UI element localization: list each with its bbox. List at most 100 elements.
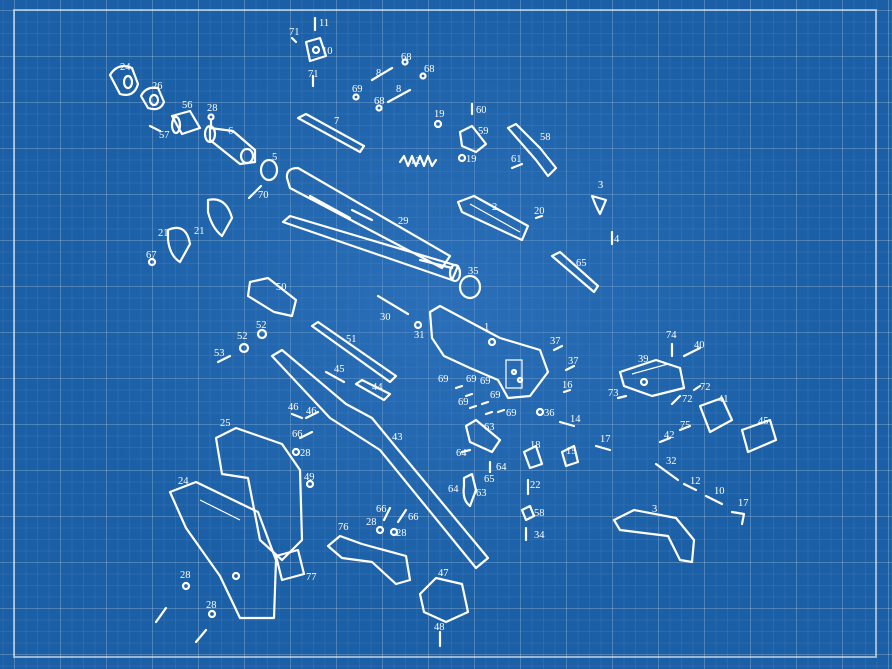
callout-label: 43 bbox=[392, 432, 403, 443]
callout-label: 21 bbox=[194, 226, 205, 237]
part-14-pin bbox=[558, 420, 576, 428]
part-28-nut-b bbox=[389, 527, 399, 537]
part-43-link bbox=[270, 348, 490, 570]
part-30-rod bbox=[376, 294, 410, 316]
part-64-pin-a bbox=[460, 448, 472, 454]
callout-label: 56 bbox=[182, 100, 193, 111]
callout-label: 28 bbox=[366, 517, 377, 528]
part-63-trigger bbox=[462, 472, 478, 508]
part-16-pin-a bbox=[562, 388, 572, 394]
callout-label: 8 bbox=[396, 84, 401, 95]
part-61-sear bbox=[464, 418, 502, 454]
callout-label: 51 bbox=[346, 334, 357, 345]
callout-label: 10 bbox=[322, 46, 333, 57]
part-18-lever bbox=[522, 444, 544, 470]
part-72-pin-b bbox=[692, 384, 702, 392]
part-49-nut bbox=[305, 479, 315, 489]
callout-label: 8 bbox=[376, 68, 381, 79]
callout-label: 2 bbox=[492, 202, 497, 213]
callout-label: 26 bbox=[152, 81, 163, 92]
callout-label: 34 bbox=[534, 530, 545, 541]
callout-label: 69 bbox=[506, 408, 517, 419]
part-receiver-tube bbox=[285, 166, 452, 270]
part-73-screw bbox=[616, 394, 628, 400]
part-53-pin bbox=[216, 354, 232, 364]
part-57-lever bbox=[506, 122, 558, 178]
part-17-screw bbox=[730, 510, 746, 526]
callout-label: 3 bbox=[598, 180, 603, 191]
callout-label: 46 bbox=[288, 402, 299, 413]
part-13-screw bbox=[682, 482, 698, 492]
part-28-nut-d bbox=[207, 609, 217, 619]
part-19-nut-lower bbox=[457, 153, 467, 163]
part-31-screw bbox=[413, 320, 423, 330]
callout-label: 41 bbox=[718, 394, 729, 405]
callout-label: 66 bbox=[376, 504, 387, 515]
callout-label: 66 bbox=[292, 429, 303, 440]
part-39-pin bbox=[682, 346, 702, 358]
callout-label: 48 bbox=[434, 622, 445, 633]
part-46-pin-b bbox=[304, 410, 320, 420]
callout-label: 40 bbox=[694, 340, 705, 351]
callout-label: 16 bbox=[562, 380, 573, 391]
part-3-trigger-small bbox=[590, 194, 608, 216]
part-9-pin bbox=[704, 494, 724, 506]
part-8-pins bbox=[352, 58, 427, 112]
part-25-grip-panel bbox=[214, 426, 304, 562]
part-76-bracket bbox=[326, 534, 412, 586]
callout-label: 46 bbox=[306, 406, 317, 417]
callout-label: 19 bbox=[466, 154, 477, 165]
part-50-plate bbox=[246, 276, 298, 318]
part-45-pin bbox=[324, 370, 346, 384]
part-28-nut-upper bbox=[291, 447, 301, 457]
callout-label: 74 bbox=[666, 330, 677, 341]
part-54-sleeve bbox=[170, 109, 202, 136]
callout-label: 57 bbox=[159, 130, 170, 141]
part-28-nut-a bbox=[375, 525, 385, 535]
blueprint-border bbox=[13, 9, 877, 658]
callout-label: 52 bbox=[256, 320, 267, 331]
callout-label: 28 bbox=[300, 448, 311, 459]
part-16-pin-b bbox=[594, 444, 612, 452]
part-20-pin bbox=[534, 214, 544, 220]
callout-label: 12 bbox=[410, 156, 421, 167]
callout-label: 53 bbox=[214, 348, 225, 359]
callout-label: 17 bbox=[600, 434, 611, 445]
callout-label: 35 bbox=[468, 266, 479, 277]
part-72-pin-a bbox=[670, 394, 682, 406]
callout-label: 20 bbox=[534, 206, 545, 217]
part-60-pin bbox=[510, 162, 524, 170]
callout-label: 58 bbox=[540, 132, 551, 143]
part-23-end-cap bbox=[108, 65, 140, 96]
callout-label: 45 bbox=[334, 364, 345, 375]
callout-label: 68 bbox=[374, 96, 385, 107]
callout-label: 60 bbox=[476, 105, 487, 116]
part-52-washer-b bbox=[238, 342, 250, 354]
part-66-pin-upper bbox=[298, 430, 314, 440]
callout-label: 44 bbox=[372, 382, 383, 393]
callout-label: 69 bbox=[480, 376, 491, 387]
part-15-catch bbox=[560, 444, 580, 468]
pin-lower-left-a bbox=[154, 606, 168, 624]
part-44-block bbox=[354, 378, 392, 402]
part-71-pin-upper bbox=[290, 36, 298, 44]
callout-label: 17 bbox=[738, 498, 749, 509]
callout-label: 24 bbox=[178, 476, 189, 487]
part-35-ring bbox=[458, 274, 482, 300]
callout-label: 3 bbox=[652, 504, 657, 515]
callout-label: 24 bbox=[120, 62, 131, 73]
callout-label: 69 bbox=[458, 397, 469, 408]
part-77-plate bbox=[274, 548, 306, 582]
part-38-rear-sight bbox=[618, 358, 686, 398]
part-56-nut bbox=[520, 504, 536, 522]
callout-label: 12 bbox=[690, 476, 701, 487]
part-37-pin-b bbox=[564, 364, 576, 372]
pin-lower-left-b bbox=[194, 628, 208, 644]
callout-label: 47 bbox=[438, 568, 449, 579]
callout-label: 37 bbox=[568, 356, 579, 367]
callout-label: 11 bbox=[319, 18, 329, 29]
callout-label: 71 bbox=[308, 69, 319, 80]
callout-label: 28 bbox=[180, 570, 191, 581]
callout-label: 68 bbox=[401, 52, 412, 63]
